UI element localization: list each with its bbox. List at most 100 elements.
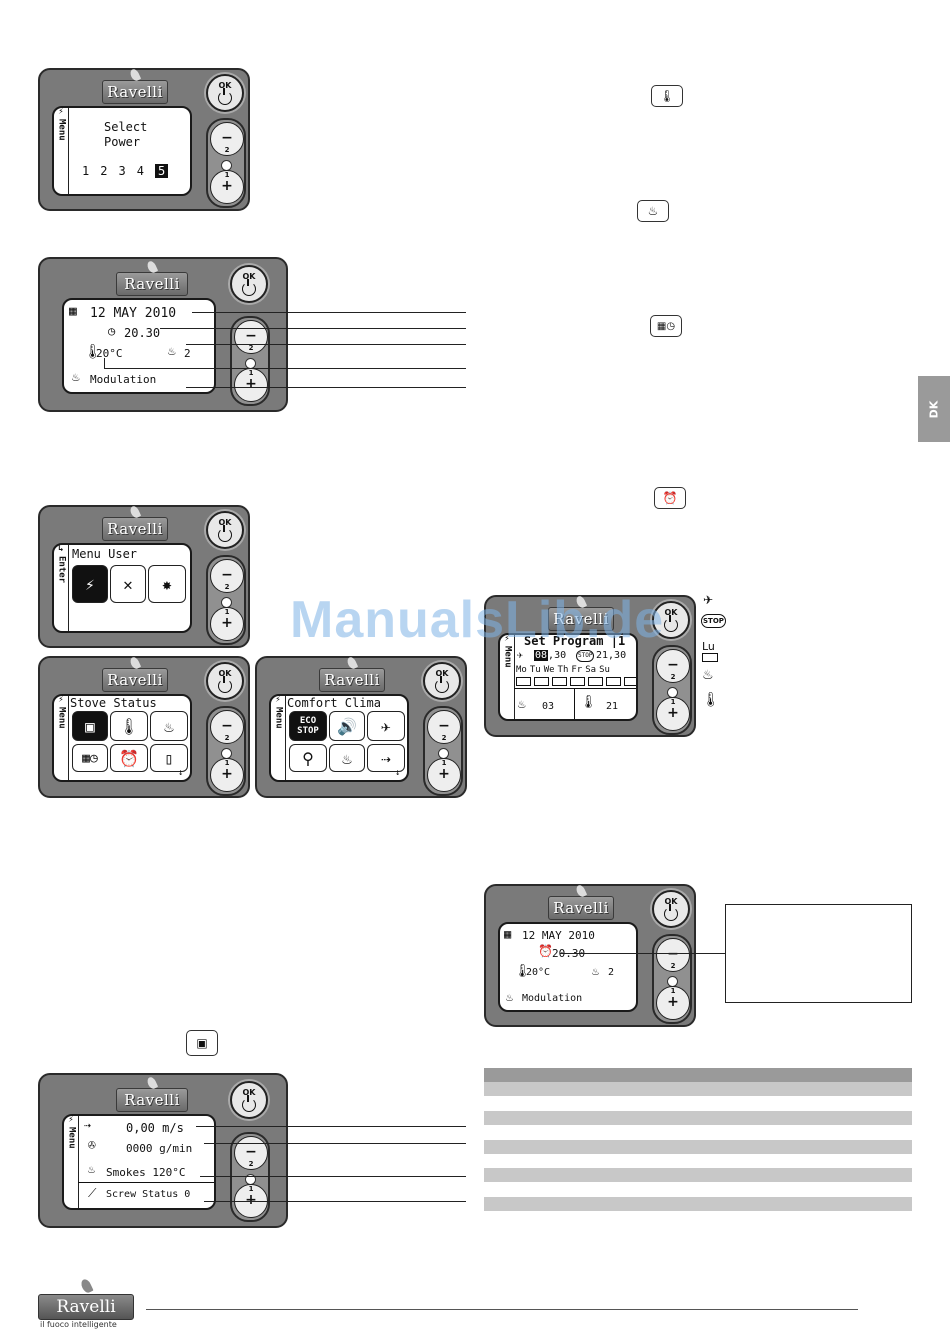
power-level-5-selected[interactable]: 5	[154, 164, 169, 178]
satellite-on-icon: ✈	[517, 650, 524, 661]
up-down-buttons: −2 1+	[206, 706, 246, 796]
plus-button[interactable]: 1+	[656, 697, 690, 731]
minus-button[interactable]: −2	[210, 710, 244, 744]
smoke-icon: ♨	[88, 1162, 96, 1176]
program-power[interactable]: 03	[542, 701, 555, 712]
day-mo[interactable]: Mo	[516, 665, 527, 675]
flame-logo-icon	[128, 655, 142, 671]
ok-power-button[interactable]: OK	[230, 1081, 268, 1119]
power-icon	[664, 614, 678, 632]
minus-button[interactable]: −2	[234, 1136, 268, 1170]
day-sa[interactable]: Sa	[585, 665, 597, 675]
minus-button[interactable]: −2	[427, 710, 461, 744]
program-title: Set Program |1	[524, 634, 626, 648]
callout-line-alarm	[560, 953, 725, 954]
calendar-clock-icon[interactable]: ▦◷	[72, 744, 108, 772]
program-temp[interactable]: 21	[606, 701, 619, 712]
day-tu[interactable]: Tu	[529, 665, 541, 675]
ravelli-logo: Ravelli	[102, 655, 168, 692]
plus-button[interactable]: 1+	[234, 368, 268, 402]
smokes-temperature: Smokes 120°C	[106, 1166, 186, 1179]
ok-power-button[interactable]: OK	[206, 511, 244, 549]
ok-power-button[interactable]: OK	[230, 265, 268, 303]
alarm-clock-icon[interactable]: ⏰	[110, 744, 148, 772]
search-tools-icon[interactable]: ⚲	[289, 744, 327, 772]
thermometer-icon[interactable]: 🌡	[110, 711, 148, 741]
off-time[interactable]: 21,30	[596, 650, 627, 661]
power-level-1[interactable]: 1	[82, 164, 90, 178]
plus-button[interactable]: 1+	[210, 170, 244, 204]
stop-badge: STOP	[576, 650, 595, 662]
thermometer-icon: 🌡	[580, 695, 597, 710]
control-panel-main-display-2: Ravelli ▦ 12 MAY 2010 ⏰ 20.30 🌡 20°C ♨ 2…	[484, 883, 696, 1027]
minus-button[interactable]: −2	[210, 559, 244, 593]
on-time[interactable]: 08,30	[534, 650, 567, 661]
minus-button[interactable]: −2	[656, 938, 690, 972]
ok-power-button[interactable]: OK	[652, 890, 690, 928]
callout-line-flow	[204, 1143, 466, 1144]
flame-icon[interactable]: ♨	[150, 711, 188, 741]
flame-timer-icon[interactable]: ♨	[329, 744, 365, 772]
day-su[interactable]: Su	[599, 665, 610, 675]
up-down-buttons: −2 1+	[206, 118, 246, 208]
flame-logo-icon	[128, 67, 142, 83]
day-we[interactable]: We	[543, 665, 555, 675]
table-row	[484, 1197, 912, 1211]
minus-button[interactable]: −2	[234, 320, 268, 354]
ok-power-button[interactable]: OK	[423, 662, 461, 700]
fan-icon: ✇	[88, 1138, 96, 1153]
bird-icon[interactable]: ✈	[367, 711, 405, 741]
menu-strip-icon: ⚡	[275, 695, 281, 705]
footer-rule	[146, 1309, 858, 1310]
ravelli-logo: Ravelli	[102, 504, 168, 541]
ok-power-button[interactable]: OK	[652, 601, 690, 639]
ok-power-button[interactable]: OK	[206, 662, 244, 700]
flame-logo-icon	[145, 1075, 159, 1091]
gear-icon[interactable]: ✸	[148, 565, 186, 603]
callout-line-date	[192, 312, 466, 313]
thermometer-icon: 🌡	[514, 964, 531, 979]
scroll-down-icon[interactable]: ↓	[395, 768, 401, 778]
speaker-icon[interactable]: 🔊	[329, 711, 365, 741]
menu-user-settings-icon[interactable]: ⚡	[72, 565, 108, 603]
status-text: Modulation	[90, 373, 157, 386]
minus-button[interactable]: −2	[656, 649, 690, 683]
power-level: 2	[184, 347, 191, 360]
ok-power-button[interactable]: OK	[206, 74, 244, 112]
plus-button[interactable]: 1+	[656, 986, 690, 1020]
callout-line-time	[160, 328, 466, 329]
tools-icon[interactable]: ✕	[110, 565, 146, 603]
display-screen: ⚡Menu ⇢ 0,00 m/s ✇ 0000 g/min ♨ Smokes 1…	[62, 1114, 216, 1210]
power-levels: 1 2 3 4 5	[82, 164, 169, 178]
plus-button[interactable]: 1+	[210, 758, 244, 792]
fan-speed-icon[interactable]: ⇢	[367, 744, 405, 772]
minus-button[interactable]: −2	[210, 122, 244, 156]
plus-button[interactable]: 1+	[210, 607, 244, 641]
screw-icon: ⟋	[88, 1186, 97, 1200]
watermark: ManualsLib.de	[290, 591, 665, 649]
menu-strip[interactable]: ⚡Menu	[271, 696, 286, 780]
map-icon[interactable]: ▯	[150, 744, 188, 772]
display-screen: ⚡Menu Stove Status ▣ 🌡 ♨ ▦◷ ⏰ ▯ ↓	[52, 694, 192, 782]
up-down-buttons: −2 1+	[206, 555, 246, 645]
ravelli-logo: Ravelli	[116, 259, 188, 296]
power-level-3[interactable]: 3	[118, 164, 126, 178]
day-th[interactable]: Th	[557, 665, 569, 675]
enter-strip[interactable]: ↳Enter	[54, 545, 69, 631]
menu-strip[interactable]: ⚡Menu	[500, 635, 515, 719]
power-level-4[interactable]: 4	[136, 164, 144, 178]
scroll-down-icon[interactable]: ↓	[178, 768, 184, 778]
ravelli-logo: Ravelli	[116, 1075, 188, 1112]
day-labels: Mo Tu We Th Fr Sa Su	[516, 665, 610, 675]
flame-icon: ♨	[168, 344, 176, 359]
plus-button[interactable]: 1+	[427, 758, 461, 792]
menu-strip[interactable]: ⚡Menu	[54, 108, 69, 194]
day-fr[interactable]: Fr	[571, 665, 583, 675]
calendar-icon: ▦	[69, 304, 77, 319]
menu-strip[interactable]: ⚡Menu	[54, 696, 69, 780]
power-level-2[interactable]: 2	[100, 164, 108, 178]
menu-strip[interactable]: ⚡Menu	[64, 1116, 79, 1208]
thermometer-icon: 🌡	[651, 85, 683, 107]
stove-status-icon[interactable]: ▣	[72, 711, 108, 741]
